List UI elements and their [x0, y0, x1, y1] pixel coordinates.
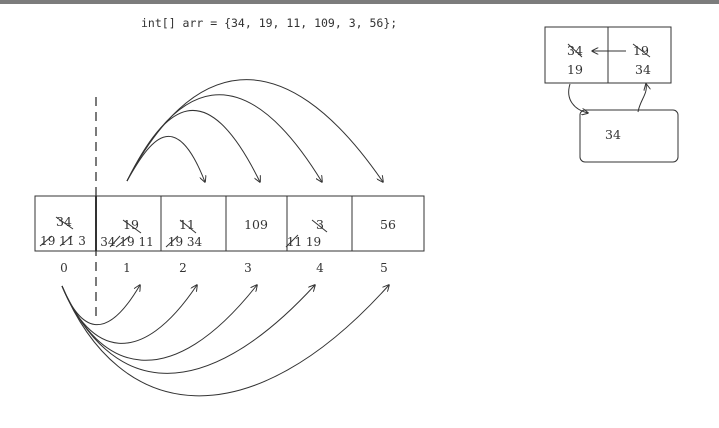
array: [34, 195, 425, 252]
array-values: 34 19 11 3 19 34 19 11 11 19 34 109 3 11…: [39, 214, 396, 249]
strike-mark: [122, 219, 142, 234]
arrow-0-to-2: [61, 285, 197, 344]
strike-mark: [285, 234, 299, 248]
strike-mark: [39, 235, 53, 247]
index-label: 0: [60, 261, 68, 275]
cell-4-value: 3: [316, 217, 324, 232]
index-label: 3: [244, 261, 252, 275]
cell-0-history: 19 11 3: [40, 234, 86, 248]
strike-mark: [567, 43, 583, 58]
index-label: 4: [316, 261, 324, 275]
strike-mark: [115, 235, 131, 248]
temp-variable-box: [579, 109, 679, 163]
strike-mark: [109, 235, 121, 248]
swap-left-new: 19: [567, 62, 583, 77]
strike-mark: [59, 235, 73, 247]
arrow-0-to-3: [61, 285, 257, 361]
upper-comparison-arrows: [126, 79, 383, 182]
swap-right-new: 34: [635, 62, 651, 77]
array-indices: 0 1 2 3 4 5: [60, 261, 388, 275]
arrow-1-to-5: [126, 79, 383, 182]
to-temp-arrow: [568, 83, 588, 113]
strike-mark: [55, 216, 74, 230]
index-label: 2: [179, 261, 187, 275]
window-top-border: [0, 0, 719, 4]
array-outline: [34, 195, 425, 252]
from-temp-arrow: [637, 84, 646, 113]
lower-comparison-arrows: [61, 285, 389, 397]
arrow-0-to-4: [61, 285, 315, 374]
cell-2-value: 11: [179, 217, 195, 232]
arrow-0-to-5: [61, 285, 389, 397]
index-label: 5: [380, 261, 388, 275]
temp-value: 34: [605, 127, 621, 142]
arrow-1-to-4: [126, 94, 322, 182]
strike-mark: [311, 219, 328, 233]
strike-mark: [632, 43, 651, 58]
cell-1-history: 34 19 11: [100, 235, 153, 249]
index-label: 1: [123, 261, 131, 275]
cell-5-value: 56: [380, 217, 396, 232]
arrow-1-to-2: [126, 135, 205, 182]
code-line: int[] arr = {34, 19, 11, 109, 3, 56};: [141, 16, 397, 30]
swap-illustration: 34 19 19 34 34: [544, 26, 679, 163]
strike-mark: [179, 219, 197, 234]
strike-mark: [165, 235, 179, 248]
cell-2-history: 19 34: [168, 235, 203, 249]
cell-3-value: 109: [244, 217, 268, 232]
cell-4-history: 11 19: [287, 235, 321, 249]
arrow-0-to-1: [61, 285, 140, 326]
